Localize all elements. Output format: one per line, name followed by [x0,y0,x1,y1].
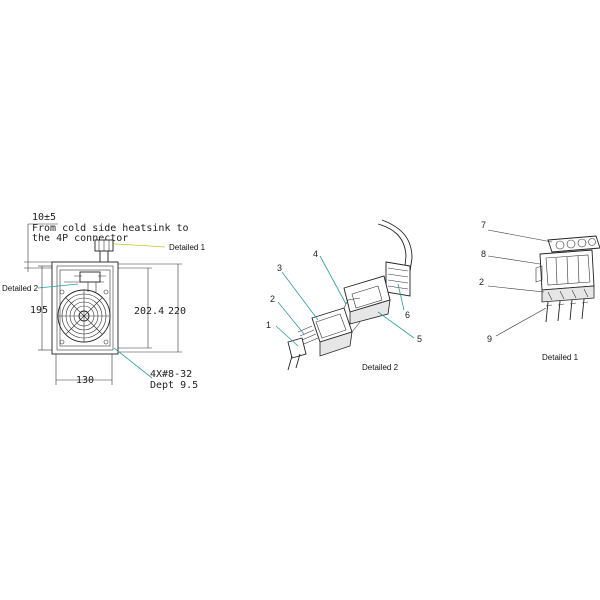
dim-220-label: 220 [168,306,186,317]
detail1-caption: Detailed 1 [542,353,579,362]
hole-spec-line-1: 4X#8-32 [150,369,192,380]
dim-195-label: 195 [30,305,48,316]
detail1-view: 7 8 2 9 Detailed 1 [479,220,600,362]
hole-spec-line-2: Dept 9.5 [150,380,198,391]
callout-4: 4 [313,249,318,259]
callout-2b: 2 [479,277,484,287]
callout-3: 3 [277,263,282,273]
callout-5: 5 [417,334,422,344]
detail2-view: 1 2 3 4 5 6 Detailed 2 [266,219,422,372]
callout-6: 6 [405,310,410,320]
note-line-2: the 4P connector [32,233,128,244]
detail2-caption: Detailed 2 [362,363,399,372]
dim-10-label: 10±5 [32,212,56,223]
dim-130-label: 130 [76,375,94,386]
dim-202-label: 202.4 [134,306,164,317]
callout-2: 2 [270,294,275,304]
callout-1: 1 [266,320,271,330]
detail1-ref-label: Detailed 1 [169,243,206,252]
callout-8: 8 [481,249,486,259]
detail2-ref-label: Detailed 2 [2,284,39,293]
front-view: 10±5 From cold side heatsink to the 4P c… [2,212,206,391]
note-line-1: From cold side heatsink to [32,223,189,234]
callout-9: 9 [487,334,492,344]
callout-7: 7 [481,220,486,230]
